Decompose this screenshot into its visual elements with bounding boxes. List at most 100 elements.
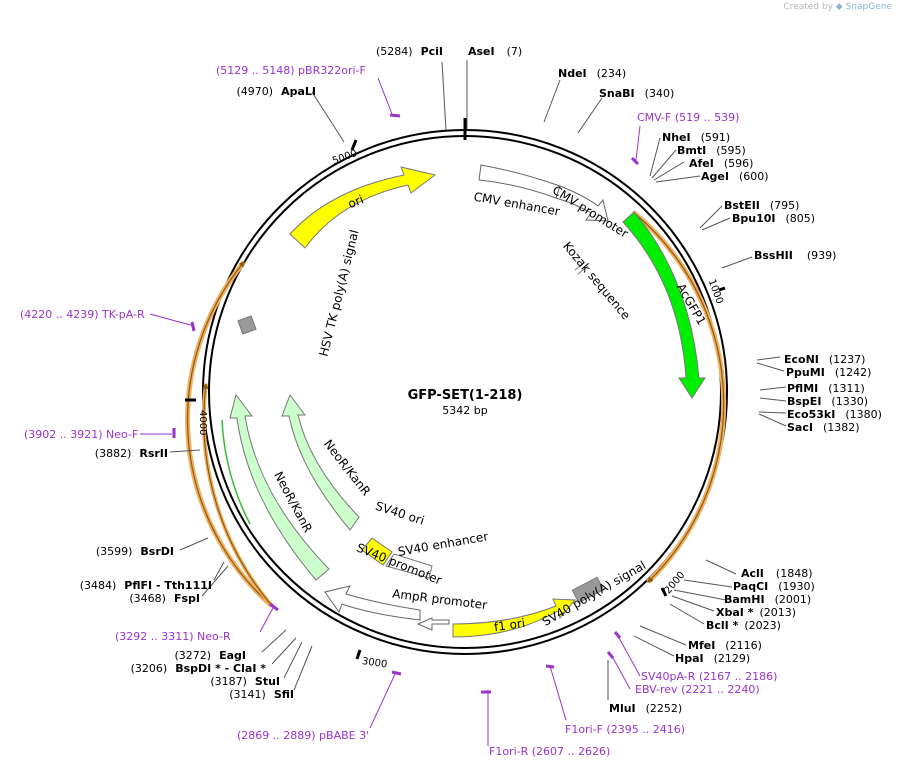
site-bcli-pos: (2023) <box>744 619 781 632</box>
site-mlui: MluI(2252) <box>609 702 682 715</box>
site-bsshii-pos: (939) <box>807 249 837 262</box>
feature-label-ori: ori <box>346 192 366 211</box>
site-pflmi-name: PflMI <box>787 382 818 395</box>
leader-bspdi <box>271 637 297 665</box>
tick-label-3000: 3000 <box>361 656 388 670</box>
site-pcii-name: PciI <box>421 45 443 58</box>
acgfp1-orange-arc <box>631 210 727 584</box>
leader-cmv-f <box>635 125 641 161</box>
site-acli-name: AclI <box>741 567 764 580</box>
leader-saci <box>758 413 787 427</box>
site-stui: (3187)StuI <box>210 675 280 688</box>
site-bsshii: BssHII(939) <box>754 249 836 262</box>
site-bspdi-pos: (3206) <box>131 662 168 675</box>
site-ppumi-name: PpuMI <box>786 366 825 379</box>
ori-feature <box>289 166 437 249</box>
leader-bcli <box>669 603 705 625</box>
neor-kanr-feature-2 <box>281 393 360 531</box>
feature-label-hsv-tk: HSV TK poly(A) signal <box>317 228 362 357</box>
mark-cmv-f <box>630 156 640 166</box>
site-ndei: NdeI(234) <box>558 67 626 80</box>
primer-neo-f: (3902 .. 3921) Neo-F <box>24 428 138 441</box>
tick-label-5000: 5000 <box>331 148 359 167</box>
site-bsteii-name: BstEII <box>724 199 760 212</box>
leader-sv40pa-r <box>617 635 641 677</box>
leader-pflfi <box>213 561 225 581</box>
mark-neo-r <box>269 602 279 612</box>
tick-mark-5000 <box>350 139 358 151</box>
site-agei: AgeI(600) <box>701 170 769 183</box>
tick-label-4000: 4000 <box>197 410 208 435</box>
site-sfii-pos: (3141) <box>229 688 266 701</box>
site-econi: EcoNI(1237) <box>784 353 865 366</box>
site-bamhi-name: BamHI <box>724 593 765 606</box>
site-apali-name: ApaLI <box>281 85 316 98</box>
site-bmti: BmtI(595) <box>677 144 746 157</box>
site-eco53ki-pos: (1380) <box>845 408 882 421</box>
hsv-tk-polya-feature <box>237 315 257 335</box>
neo-brown-arc <box>186 261 273 607</box>
site-bspei-pos: (1330) <box>831 395 868 408</box>
leader-snabi <box>577 97 603 134</box>
leader-bmti <box>651 149 677 179</box>
site-ndei-pos: (234) <box>597 67 627 80</box>
site-bpu10i-name: Bpu10I <box>732 212 776 225</box>
site-bsrdi: (3599)BsrDI <box>96 545 174 558</box>
primer-f1ori-f: F1ori-F (2395 .. 2416) <box>565 723 685 736</box>
site-hpai: HpaI(2129) <box>675 652 750 665</box>
site-xbai-name: XbaI * <box>716 606 754 619</box>
primer-pbr322ori-f: (5129 .. 5148) pBR322ori-F <box>216 64 366 77</box>
leader-sfii <box>293 645 313 691</box>
mark-f1ori-f <box>545 664 555 669</box>
site-afei: AfeI(596) <box>689 157 753 170</box>
leader-mfei <box>639 625 687 646</box>
leader-neo-r <box>259 605 275 633</box>
leader-fspi <box>201 565 229 597</box>
neor-kanr-feature-1 <box>229 393 330 581</box>
site-eagi: (3272)EagI <box>175 649 246 662</box>
sv40-polya-feature <box>571 576 605 604</box>
site-bspdi: (3206)BspDI * - ClaI * <box>131 662 267 675</box>
leader-ebv-rev <box>611 655 631 690</box>
site-bsrdi-name: BsrDI <box>140 545 174 558</box>
ampr-promoter-feature <box>416 617 450 631</box>
site-bspei: BspEI (1330) <box>787 395 868 408</box>
site-saci: SacI(1382) <box>787 421 860 434</box>
site-bspei-name: BspEI <box>787 395 821 408</box>
site-xbai-pos: (2013) <box>759 606 796 619</box>
site-econi-name: EcoNI <box>784 353 819 366</box>
site-pflfi-name: PflFI - Tth111I <box>124 579 212 592</box>
site-afei-name: AfeI <box>689 157 714 170</box>
site-mfei-pos: (2116) <box>725 639 762 652</box>
cmv-promoter-feature <box>555 185 609 222</box>
primer-sv40pa-r: SV40pA-R (2167 .. 2186) <box>641 670 777 683</box>
site-rsrii-name: RsrII <box>139 447 168 460</box>
site-sfii: (3141)SfiI <box>229 688 294 701</box>
mark-ebv-rev <box>606 651 615 659</box>
mark-pbr322ori-f <box>389 113 401 118</box>
site-eagi-name: EagI <box>219 649 246 662</box>
leader-pcii <box>441 61 447 131</box>
snapgene-credit: Created by ◆ SnapGene <box>783 2 892 12</box>
site-bsteii-pos: (795) <box>770 199 800 212</box>
primer-f1ori-r: F1ori-R (2607 .. 2626) <box>489 745 610 758</box>
primer-cmv-f: CMV-F (519 .. 539) <box>637 111 739 124</box>
leader-bsrdi <box>179 537 209 551</box>
sv40-ori-feature <box>361 537 393 566</box>
site-pflfi-pos: (3484) <box>80 579 117 592</box>
site-bpu10i-pos: (805) <box>786 212 816 225</box>
site-pcii: (5284)PciI <box>376 45 443 58</box>
site-pflfi: (3484) PflFI - Tth111I <box>80 579 212 592</box>
site-mlui-name: MluI <box>609 702 636 715</box>
feature-label-sv40-ori: SV40 ori <box>374 499 426 528</box>
leader-pbabe <box>369 671 397 729</box>
leader-bsteii <box>699 205 723 229</box>
site-snabi-pos: (340) <box>645 87 675 100</box>
site-agei-pos: (600) <box>739 170 769 183</box>
site-rsrii: (3882)RsrII <box>95 447 168 460</box>
leader-bamhi <box>673 589 727 601</box>
snapgene-logo: ◆ <box>835 2 843 12</box>
leader-f1ori-f <box>549 665 567 721</box>
leader-bpu10i <box>701 217 731 231</box>
